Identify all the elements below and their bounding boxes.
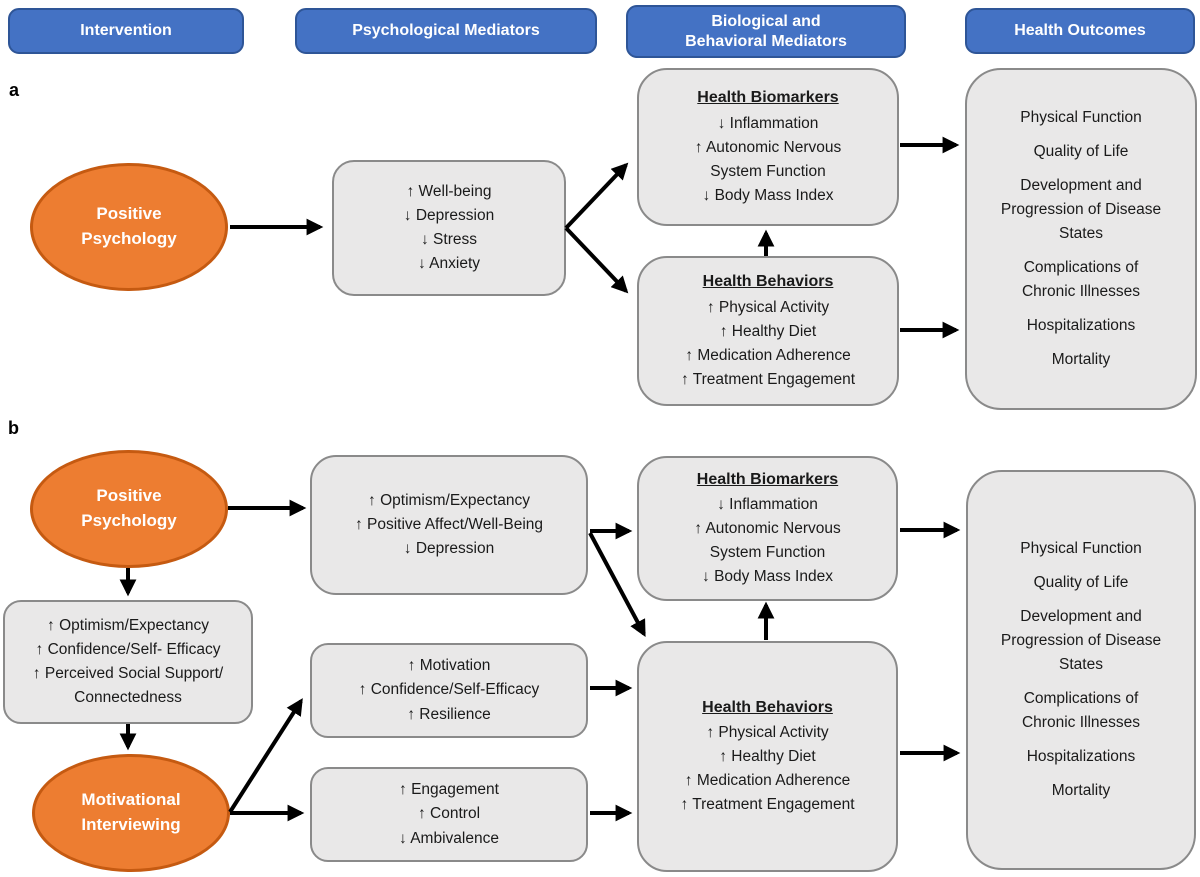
mediator-item: ↑ Optimism/Expectancy	[47, 616, 209, 634]
outcome-item: Hospitalizations	[1026, 317, 1136, 335]
psych-mediators-box-a: ↑ Well-being ↓ Depression ↓ Stress ↓ Anx…	[332, 160, 566, 296]
pp-mediators-box-b: ↑ Optimism/Expectancy ↑ Positive Affect/…	[310, 455, 588, 595]
outcome-item: Mortality	[1051, 782, 1111, 800]
biomarker-item: ↑ Autonomic Nervous System Function	[694, 138, 842, 180]
mediator-item: ↓ Anxiety	[417, 255, 481, 273]
behavior-item: ↑ Treatment Engagement	[680, 796, 855, 814]
biomarker-item: ↓ Body Mass Index	[702, 568, 833, 586]
health-behaviors-box-a: Health Behaviors ↑ Physical Activity ↑ H…	[637, 256, 899, 406]
arrow-b-ppmediators-to-behaviors	[588, 532, 646, 637]
header-biological-behavioral-mediators: Biological and Behavioral Mediators	[626, 5, 906, 58]
mi-mediators-box-1-b: ↑ Motivation ↑ Confidence/Self-Efficacy …	[310, 643, 588, 738]
biomarker-item: ↓ Inflammation	[717, 114, 819, 132]
biomarker-item: ↑ Autonomic Nervous System Function	[694, 520, 841, 562]
positive-psychology-label-a: Positive Psychology	[81, 204, 177, 248]
mediator-item: ↓ Stress	[421, 231, 477, 248]
outcome-item: Physical Function	[1020, 108, 1142, 126]
header-psychological-mediators-label: Psychological Mediators	[352, 22, 540, 39]
mediator-item: ↑ Control	[417, 805, 481, 823]
mediator-item: ↑ Confidence/Self-Efficacy	[358, 681, 540, 699]
health-outcomes-box-b: Physical Function Quality of Life Develo…	[966, 470, 1196, 870]
outcome-item: Development and Progression of Disease S…	[1000, 607, 1162, 673]
behavior-item: ↑ Healthy Diet	[719, 748, 816, 766]
header-biological-behavioral-mediators-label: Biological and Behavioral Mediators	[685, 12, 847, 50]
behavior-item: ↑ Healthy Diet	[719, 322, 817, 340]
mediator-item: ↑ Motivation	[407, 657, 491, 675]
header-health-outcomes-label: Health Outcomes	[1014, 22, 1146, 39]
health-behaviors-title-a: Health Behaviors	[702, 273, 834, 291]
biomarker-item: ↓ Body Mass Index	[702, 186, 834, 204]
outcome-item: Hospitalizations	[1026, 748, 1136, 766]
arrow-a-psych-to-behaviors	[564, 226, 629, 294]
header-psychological-mediators: Psychological Mediators	[295, 8, 597, 54]
outcome-item: Complications of Chronic Illnesses	[1021, 259, 1141, 301]
shared-mediators-box-b: ↑ Optimism/Expectancy ↑ Confidence/Self-…	[3, 600, 253, 724]
health-biomarkers-title-b: Health Biomarkers	[696, 470, 839, 488]
positive-psychology-ellipse-b: Positive Psychology	[30, 450, 228, 568]
health-biomarkers-title-a: Health Biomarkers	[697, 89, 839, 107]
mediator-item: ↓ Depression	[403, 206, 495, 224]
arrow-a-psych-to-biomarkers	[564, 162, 629, 230]
health-behaviors-title-b: Health Behaviors	[702, 698, 833, 716]
mediator-item: ↑ Positive Affect/Well-Being	[354, 515, 544, 533]
mediator-item: ↑ Engagement	[399, 781, 499, 799]
biomarker-item: ↓ Inflammation	[717, 496, 818, 514]
outcome-item: Mortality	[1051, 351, 1111, 369]
behavior-item: ↑ Medication Adherence	[684, 772, 851, 790]
health-outcomes-box-a: Physical Function Quality of Life Develo…	[965, 68, 1197, 410]
header-health-outcomes: Health Outcomes	[965, 8, 1195, 54]
behavior-item: ↑ Physical Activity	[706, 298, 830, 316]
positive-psychology-label-b: Positive Psychology	[81, 486, 177, 530]
panel-b-label: b	[8, 418, 19, 438]
panel-a-label: a	[9, 80, 20, 100]
health-biomarkers-box-a: Health Biomarkers ↓ Inflammation ↑ Auton…	[637, 68, 899, 226]
motivational-interviewing-ellipse-b: Motivational Interviewing	[32, 754, 230, 872]
mediator-item: ↓ Ambivalence	[399, 829, 499, 847]
outcome-item: Quality of Life	[1033, 573, 1129, 591]
mediator-item: ↑ Perceived Social Support/ Connectednes…	[32, 665, 224, 707]
outcome-item: Quality of Life	[1033, 142, 1129, 160]
mi-mediators-box-2-b: ↑ Engagement ↑ Control ↓ Ambivalence	[310, 767, 588, 862]
outcome-item: Complications of Chronic Illnesses	[1021, 690, 1141, 732]
behavior-item: ↑ Physical Activity	[706, 724, 829, 742]
positive-psychology-ellipse-a: Positive Psychology	[30, 163, 228, 291]
outcome-item: Physical Function	[1020, 539, 1142, 557]
mediator-item: ↑ Confidence/Self- Efficacy	[35, 640, 221, 658]
mediator-item: ↓ Depression	[403, 540, 495, 557]
health-behaviors-box-b: Health Behaviors ↑ Physical Activity ↑ H…	[637, 641, 898, 872]
health-biomarkers-box-b: Health Biomarkers ↓ Inflammation ↑ Auton…	[637, 456, 898, 601]
header-intervention: Intervention	[8, 8, 244, 54]
mediator-item: ↑ Optimism/Expectancy	[368, 491, 530, 509]
mediator-item: ↑ Resilience	[407, 705, 491, 723]
behavior-item: ↑ Medication Adherence	[685, 346, 851, 364]
header-intervention-label: Intervention	[80, 22, 172, 39]
motivational-interviewing-label-b: Motivational Interviewing	[81, 790, 181, 834]
mediator-item: ↑ Well-being	[406, 182, 492, 200]
behavior-item: ↑ Treatment Engagement	[680, 370, 856, 388]
outcome-item: Development and Progression of Disease S…	[1000, 176, 1162, 242]
